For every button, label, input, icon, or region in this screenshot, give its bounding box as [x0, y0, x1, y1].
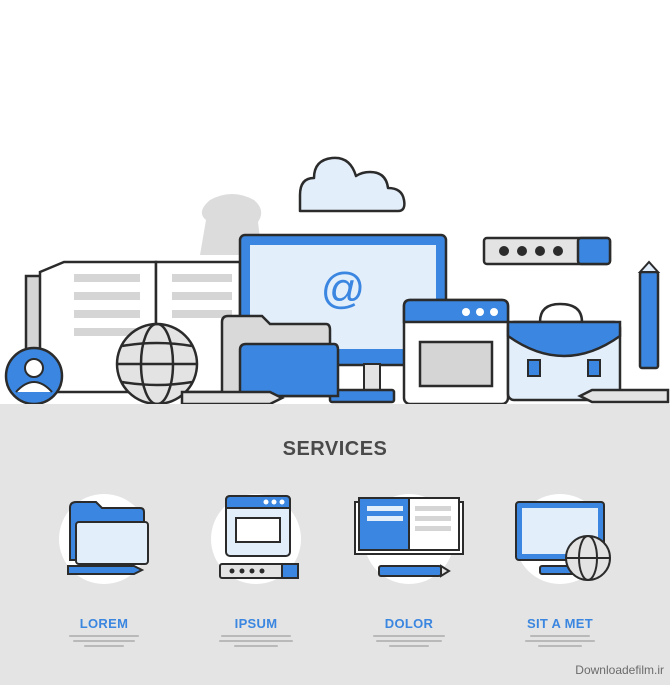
password-field-icon: [482, 236, 612, 266]
user-avatar-icon: [4, 346, 64, 406]
horizontal-pen-right-icon: [577, 388, 670, 404]
browser-window-icon: [219, 495, 299, 579]
service-description: [64, 635, 144, 650]
horizontal-pen-icon: [180, 390, 285, 406]
briefcase-icon: [506, 302, 622, 402]
services-title: SERVICES: [282, 438, 388, 460]
vertical-pen-icon: [637, 260, 661, 370]
service-card-lorem[interactable]: LOREM: [44, 494, 164, 654]
service-card-ipsum[interactable]: IPSUM: [196, 494, 316, 654]
service-label: SIT A MET: [526, 616, 593, 631]
cloud-icon: [298, 156, 406, 213]
service-description: [216, 635, 296, 650]
hero-illustration: @: [4, 156, 670, 406]
service-label: DOLOR: [384, 616, 434, 631]
globe-icon: [115, 322, 199, 406]
folder-icon: [220, 314, 340, 398]
monitor-globe-icon: [515, 501, 611, 581]
service-description: [369, 635, 449, 650]
folder-icon: [67, 501, 149, 575]
at-symbol: @: [321, 264, 366, 313]
service-card-sit-a-met[interactable]: SIT A MET: [500, 494, 620, 654]
service-label: IPSUM: [234, 616, 278, 631]
open-book-icon: [354, 497, 464, 578]
browser-window-icon: [402, 298, 510, 406]
service-description: [520, 635, 600, 650]
watermark: Downloadefilm.ir: [575, 663, 664, 677]
service-card-dolor[interactable]: DOLOR: [349, 494, 469, 654]
service-label: LOREM: [79, 616, 129, 631]
services-panel: SERVICES LOREM IPSUM: [0, 404, 670, 685]
